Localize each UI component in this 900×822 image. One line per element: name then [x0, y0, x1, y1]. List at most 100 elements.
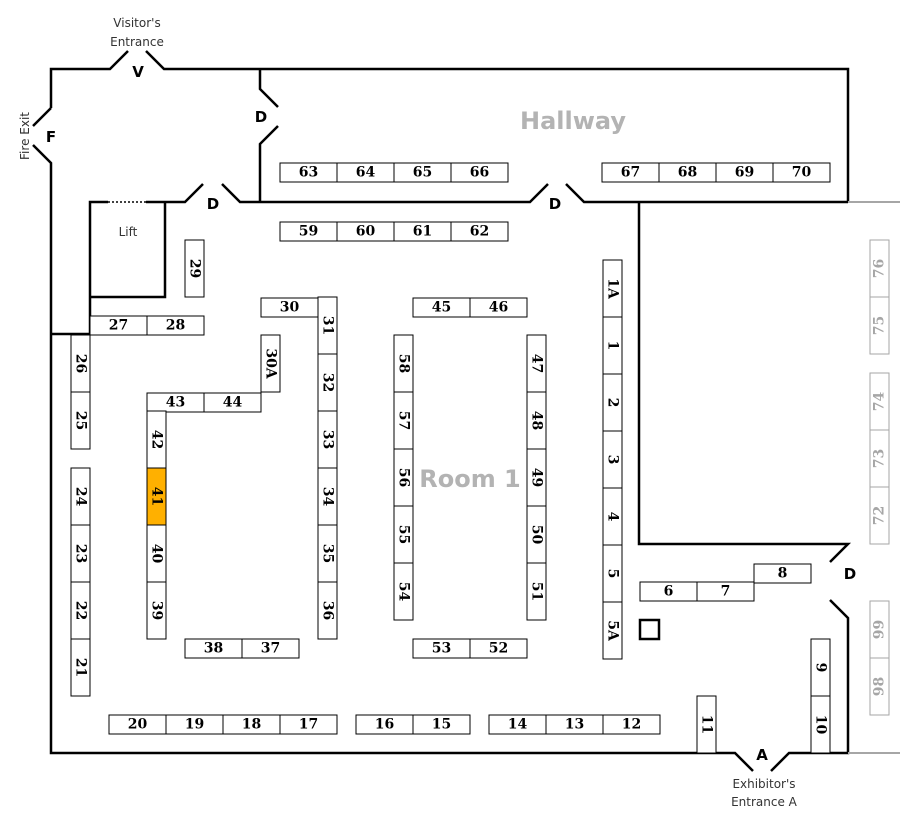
- booth-24[interactable]: 24: [70, 467, 91, 526]
- booth-28[interactable]: 28: [146, 315, 205, 336]
- booth-60[interactable]: 60: [336, 221, 395, 242]
- booth-rect[interactable]: [146, 581, 167, 640]
- booth-12[interactable]: 12: [602, 714, 661, 735]
- door-east[interactable]: D: [844, 565, 856, 583]
- booth-53[interactable]: 53: [412, 638, 471, 659]
- booth-14[interactable]: 14: [488, 714, 547, 735]
- booth-23[interactable]: 23: [70, 524, 91, 583]
- booth-39[interactable]: 39: [146, 581, 167, 640]
- booth-47[interactable]: 47: [526, 334, 547, 393]
- booth-rect[interactable]: [869, 486, 890, 545]
- booth-rect[interactable]: [279, 714, 338, 735]
- booth-61[interactable]: 61: [393, 221, 452, 242]
- booth-rect[interactable]: [753, 563, 812, 584]
- booth-44[interactable]: 44: [203, 392, 262, 413]
- booth-52[interactable]: 52: [469, 638, 528, 659]
- booth-3[interactable]: 3: [602, 430, 623, 489]
- booth-54[interactable]: 54: [393, 562, 414, 621]
- booth-1[interactable]: 1: [602, 316, 623, 375]
- booth-36[interactable]: 36: [317, 581, 338, 640]
- booth-rect[interactable]: [450, 162, 509, 183]
- booth-70[interactable]: 70: [772, 162, 831, 183]
- booth-18[interactable]: 18: [222, 714, 281, 735]
- booth-rect[interactable]: [393, 562, 414, 621]
- booth-rect[interactable]: [469, 297, 528, 318]
- booth-74[interactable]: 74: [869, 372, 890, 431]
- booth-76[interactable]: 76: [869, 239, 890, 298]
- booth-15[interactable]: 15: [412, 714, 471, 735]
- booth-49[interactable]: 49: [526, 448, 547, 507]
- door-lobby-room[interactable]: D: [207, 195, 219, 213]
- booth-59[interactable]: 59: [279, 221, 338, 242]
- booth-34[interactable]: 34: [317, 467, 338, 526]
- booth-rect[interactable]: [70, 391, 91, 450]
- booth-62[interactable]: 62: [450, 221, 509, 242]
- door-hallway-room[interactable]: D: [549, 195, 561, 213]
- booth-64[interactable]: 64: [336, 162, 395, 183]
- booth-22[interactable]: 22: [70, 581, 91, 640]
- booth-10[interactable]: 10: [810, 695, 831, 754]
- booth-41[interactable]: 41: [146, 467, 167, 526]
- booth-29[interactable]: 29: [184, 239, 205, 298]
- booth-20[interactable]: 20: [108, 714, 167, 735]
- booth-40[interactable]: 40: [146, 524, 167, 583]
- booth-32[interactable]: 32: [317, 353, 338, 412]
- booth-rect[interactable]: [260, 334, 281, 393]
- booth-4[interactable]: 4: [602, 487, 623, 546]
- booth-rect[interactable]: [602, 714, 661, 735]
- booth-58[interactable]: 58: [393, 334, 414, 393]
- booth-16[interactable]: 16: [355, 714, 414, 735]
- booth-rect[interactable]: [696, 695, 717, 754]
- booth-33[interactable]: 33: [317, 410, 338, 469]
- booth-5a[interactable]: 5A: [602, 601, 623, 660]
- booth-55[interactable]: 55: [393, 505, 414, 564]
- booth-rect[interactable]: [241, 638, 300, 659]
- booth-45[interactable]: 45: [412, 297, 471, 318]
- booth-rect[interactable]: [70, 638, 91, 697]
- booth-21[interactable]: 21: [70, 638, 91, 697]
- booth-63[interactable]: 63: [279, 162, 338, 183]
- booth-51[interactable]: 51: [526, 562, 547, 621]
- booth-68[interactable]: 68: [658, 162, 717, 183]
- booth-19[interactable]: 19: [165, 714, 224, 735]
- booth-37[interactable]: 37: [241, 638, 300, 659]
- booth-67[interactable]: 67: [601, 162, 660, 183]
- booth-rect[interactable]: [469, 638, 528, 659]
- booth-27[interactable]: 27: [89, 315, 148, 336]
- booth-30[interactable]: 30: [260, 297, 319, 318]
- booth-rect[interactable]: [317, 581, 338, 640]
- booth-rect[interactable]: [772, 162, 831, 183]
- fire-exit-door[interactable]: F: [46, 128, 56, 146]
- booth-rect[interactable]: [810, 695, 831, 754]
- booth-rect[interactable]: [869, 296, 890, 355]
- visitor-entrance-door[interactable]: V: [132, 63, 144, 81]
- booth-25[interactable]: 25: [70, 391, 91, 450]
- booth-65[interactable]: 65: [393, 162, 452, 183]
- booth-1a[interactable]: 1A: [602, 259, 623, 318]
- door-hallway-west[interactable]: D: [255, 108, 267, 126]
- booth-66[interactable]: 66: [450, 162, 509, 183]
- booth-8[interactable]: 8: [753, 563, 812, 584]
- booth-rect[interactable]: [203, 392, 262, 413]
- booth-99[interactable]: 99: [869, 600, 890, 659]
- booth-57[interactable]: 57: [393, 391, 414, 450]
- booth-11[interactable]: 11: [696, 695, 717, 754]
- booth-9[interactable]: 9: [810, 638, 831, 697]
- booth-30a[interactable]: 30A: [260, 334, 281, 393]
- booth-17[interactable]: 17: [279, 714, 338, 735]
- booth-73[interactable]: 73: [869, 429, 890, 488]
- booth-rect[interactable]: [526, 562, 547, 621]
- booth-43[interactable]: 43: [146, 392, 205, 413]
- booth-rect[interactable]: [184, 239, 205, 298]
- booth-35[interactable]: 35: [317, 524, 338, 583]
- booth-13[interactable]: 13: [545, 714, 604, 735]
- booth-98[interactable]: 98: [869, 657, 890, 716]
- booth-7[interactable]: 7: [696, 581, 755, 602]
- booth-46[interactable]: 46: [469, 297, 528, 318]
- booth-rect[interactable]: [602, 601, 623, 660]
- booth-31[interactable]: 31: [317, 296, 338, 355]
- booth-rect[interactable]: [869, 657, 890, 716]
- booth-56[interactable]: 56: [393, 448, 414, 507]
- booth-38[interactable]: 38: [184, 638, 243, 659]
- exhibitor-entrance-door[interactable]: A: [756, 746, 768, 764]
